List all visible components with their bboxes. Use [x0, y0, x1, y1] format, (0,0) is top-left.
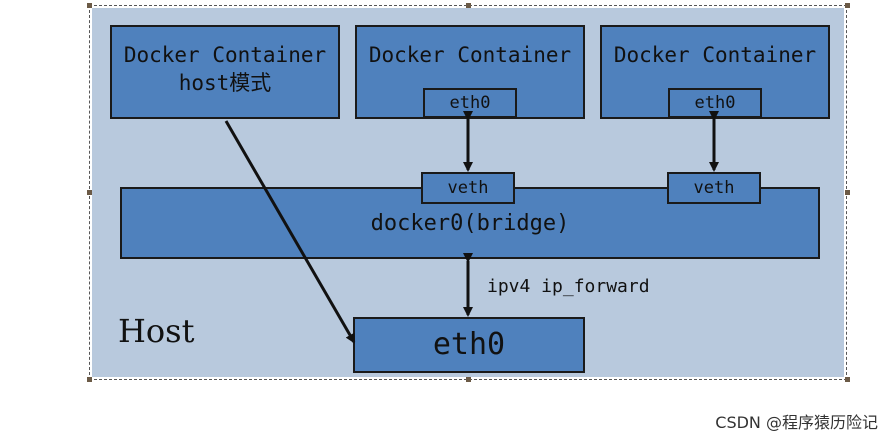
container-title-line2: host模式	[178, 71, 272, 95]
ip-forward-label: ipv4 ip_forward	[487, 276, 650, 297]
container-title-line1: Docker Container	[123, 43, 327, 67]
frame-handle-mr	[845, 190, 850, 195]
container-host-mode: Docker Container host模式	[110, 25, 340, 119]
container-bridge-1: Docker Container eth0	[355, 25, 585, 119]
csdn-watermark: CSDN @程序猿历险记	[715, 413, 878, 432]
docker0-bridge-label: docker0(bridge)	[370, 211, 570, 236]
frame-handle-tl	[87, 3, 92, 8]
frame-handle-br	[845, 377, 850, 382]
frame-handle-tm	[466, 3, 471, 8]
frame-handle-ml	[87, 190, 92, 195]
veth-1: veth	[421, 172, 515, 204]
frame-handle-bl	[87, 377, 92, 382]
frame-handle-bm	[466, 377, 471, 382]
host-eth0-label: eth0	[432, 327, 506, 362]
container-bridge-2-title: Docker Container	[613, 43, 817, 67]
arrow-host-mode-to-eth0	[224, 120, 356, 344]
container-bridge-2: Docker Container eth0	[600, 25, 830, 119]
frame-handle-tr	[845, 3, 850, 8]
host-label: Host	[118, 312, 195, 350]
container-bridge-1-title: Docker Container	[368, 43, 572, 67]
veth-2: veth	[667, 172, 761, 204]
host-eth0: eth0	[353, 317, 585, 373]
container-host-mode-title: Docker Container host模式	[112, 41, 338, 97]
